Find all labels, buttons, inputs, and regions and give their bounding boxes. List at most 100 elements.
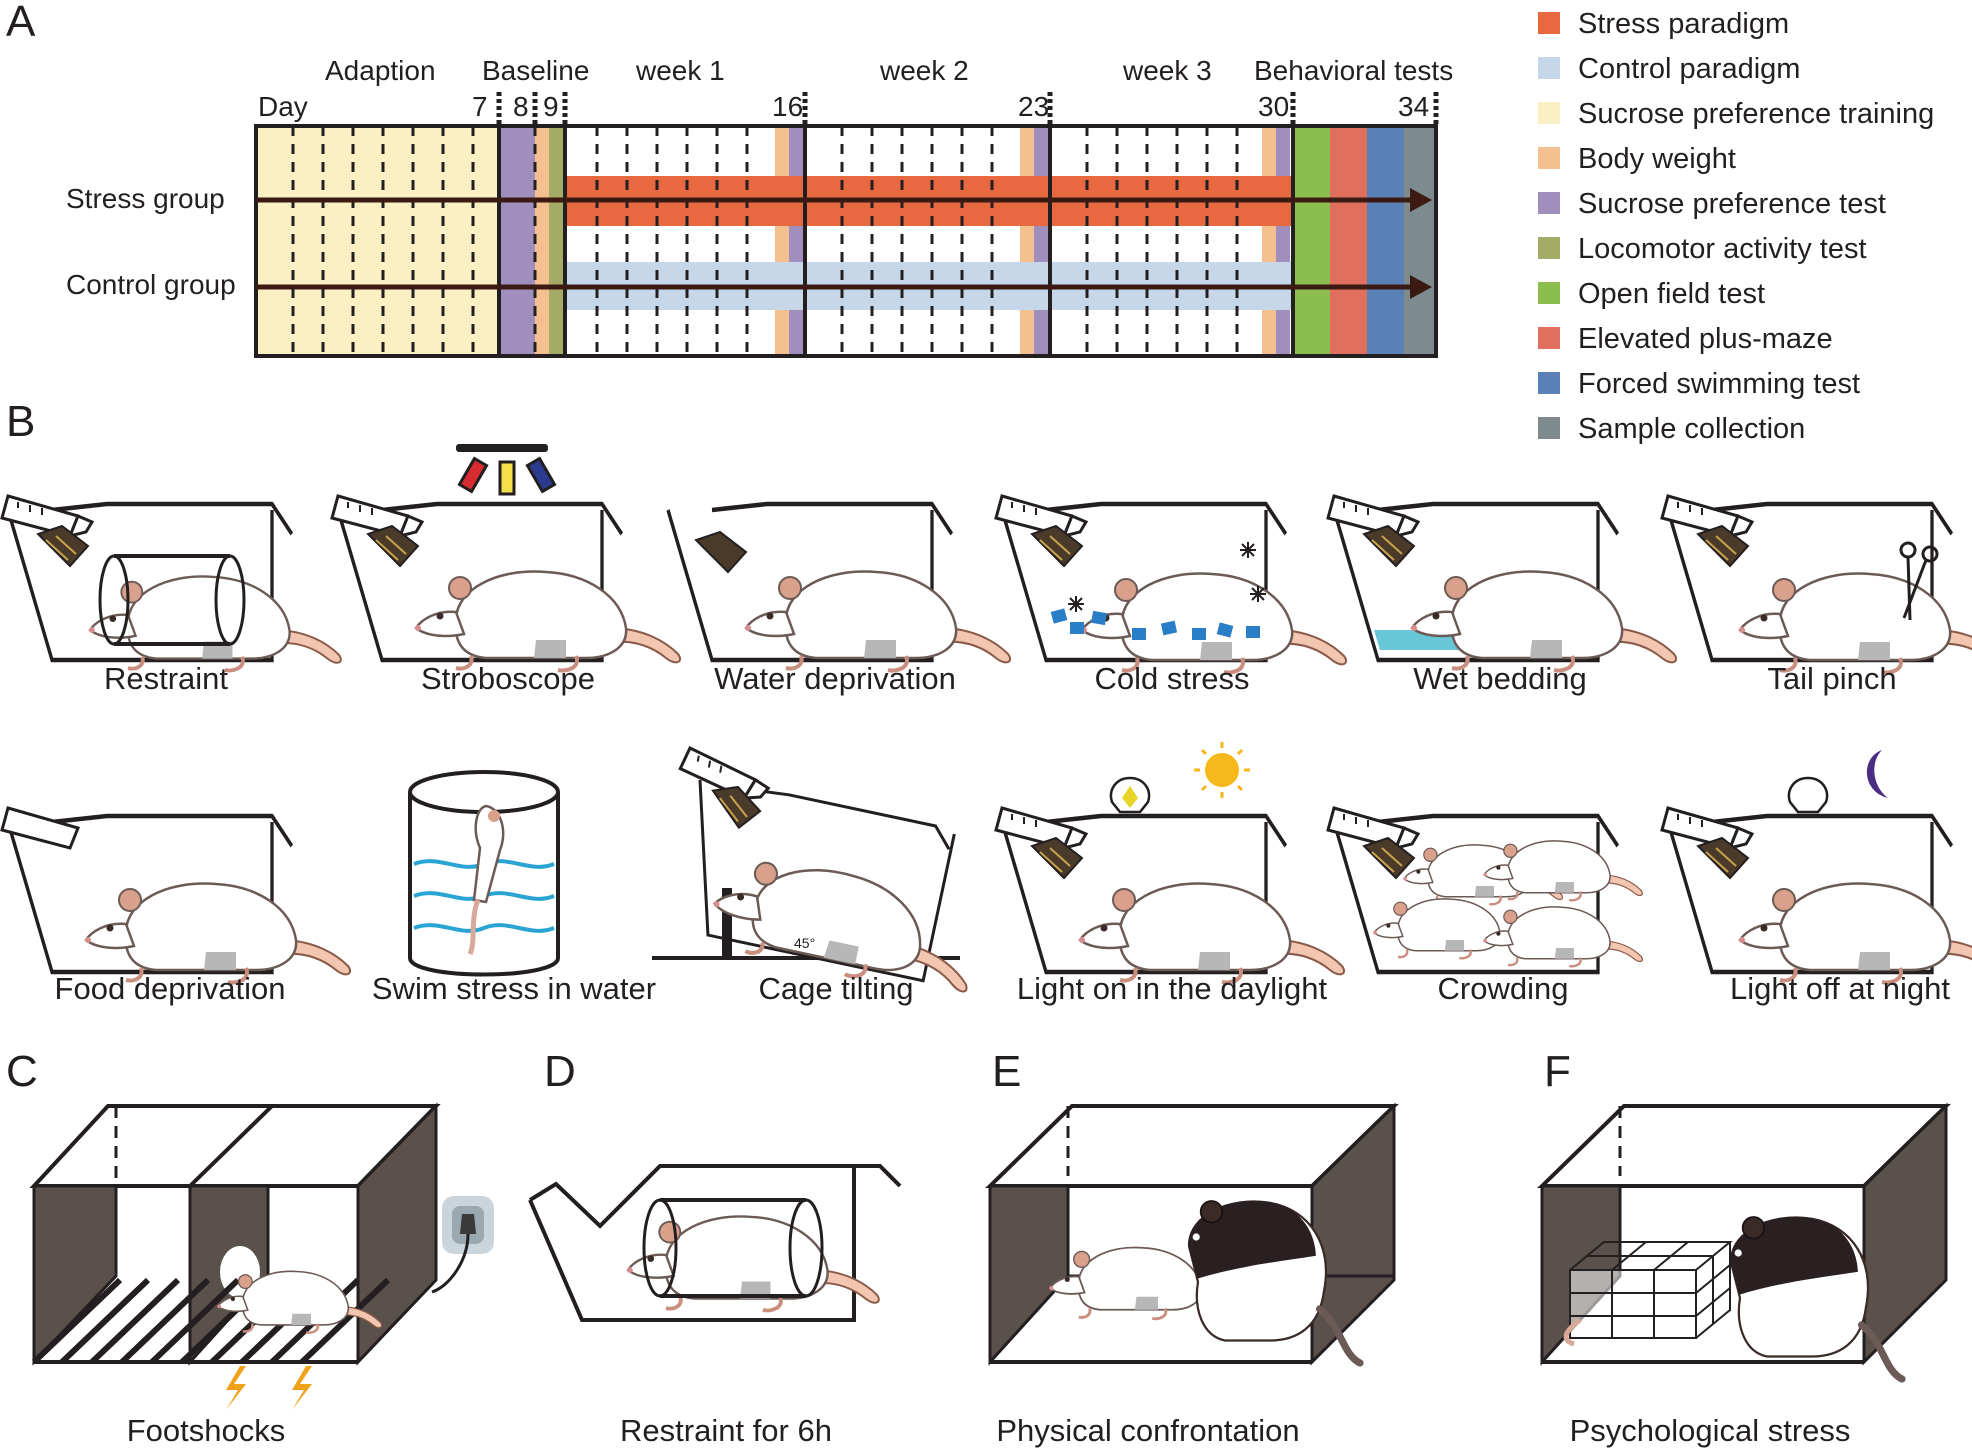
cage-icon: [698, 779, 987, 1003]
block-sucrose-test-w1: [789, 126, 803, 356]
light-bulb-icon: [1787, 776, 1829, 814]
rat-icon: [1482, 905, 1644, 968]
timeline-chart: [254, 92, 1439, 358]
legend: Stress paradigm Control paradigm Sucrose…: [1538, 8, 1934, 445]
caption-tail-pinch: Tail pinch: [1767, 661, 1896, 696]
caption-wet-bedding: Wet bedding: [1413, 661, 1587, 696]
day-gridlines: [291, 126, 1239, 356]
panel-label-a: A: [6, 0, 36, 46]
phase-label-week3: week 3: [1122, 55, 1212, 86]
stressor-light-daylight: [994, 806, 1347, 985]
phase-label-week1: week 1: [635, 55, 725, 86]
restraint-tube-icon: [98, 554, 246, 646]
ice-block-icon: [1050, 608, 1260, 640]
block-sucrose-training: [256, 126, 499, 356]
block-sucrose-test-w2: [1034, 126, 1048, 356]
legend-swatch-body-weight: [1538, 147, 1560, 169]
chamber-wall-left: [32, 1184, 118, 1366]
rat-icon: [1077, 881, 1347, 985]
day-mark-30: 30: [1258, 91, 1289, 122]
water-bottle-icon: [670, 745, 775, 834]
stressor-crowding: [1326, 806, 1644, 972]
block-elevated-plus-maze: [1330, 126, 1367, 356]
panel-a: A Adaption Baseline week 1 week 2 week 3…: [6, 0, 1453, 358]
legend-swatch-forced-swim: [1538, 372, 1560, 394]
stressor-tail-pinch: [1660, 494, 1972, 675]
day-mark-8: 8: [513, 91, 529, 122]
caption-stroboscope: Stroboscope: [421, 661, 595, 696]
confrontation-apparatus: [985, 1102, 1399, 1366]
day-ticks: [496, 92, 1439, 126]
day-mark-34: 34: [1398, 91, 1429, 122]
light-bulb-icon: [1109, 776, 1151, 814]
block-sucrose-test-w3: [1276, 126, 1290, 356]
power-plug-icon: [431, 1196, 494, 1294]
legend-label-forced-swim: Forced swimming test: [1578, 368, 1860, 400]
restraint-6h-apparatus: [528, 1164, 902, 1322]
legend-swatch-sample-collection: [1538, 417, 1560, 439]
legend-swatch-sucrose-training: [1538, 102, 1560, 124]
block-body-weight-w2: [1020, 126, 1034, 356]
footshock-apparatus: [29, 1102, 494, 1410]
stressor-stroboscope: [330, 494, 683, 673]
block-forced-swim: [1367, 126, 1404, 356]
chamber-wall-right: [1862, 1102, 1948, 1366]
block-sucrose-test-baseline: [499, 126, 535, 356]
day-mark-9: 9: [543, 91, 559, 122]
legend-label-sucrose-training: Sucrose preference training: [1578, 98, 1934, 130]
snowflake-icon: [1067, 595, 1085, 613]
chamber-wall-left: [988, 1184, 1070, 1366]
food-hopper-icon: [694, 530, 748, 574]
rat-icon: [1737, 881, 1972, 985]
legend-label-open-field: Open field test: [1578, 278, 1765, 310]
day-mark-23: 23: [1018, 91, 1049, 122]
cage-stand: [722, 888, 732, 958]
block-body-weight-w1: [775, 126, 789, 356]
rat-icon: [1409, 569, 1679, 673]
legend-label-sample-collection: Sample collection: [1578, 413, 1805, 445]
grid-cage-icon: [1569, 1241, 1733, 1339]
day-word: Day: [258, 91, 308, 122]
stressor-restraint: [0, 494, 343, 673]
legend-label-control-paradigm: Control paradigm: [1578, 53, 1800, 85]
snowflake-icon: [1239, 541, 1257, 559]
phase-label-baseline: Baseline: [482, 55, 589, 86]
caption-footshocks: Footshocks: [127, 1413, 286, 1448]
panel-label-d: D: [544, 1047, 576, 1096]
block-sample-collection: [1404, 126, 1436, 356]
rat-icon: [1079, 571, 1349, 675]
tilt-angle-label: 45°: [794, 935, 815, 951]
restraint-tube-icon: [642, 1198, 824, 1298]
caption-cage-tilting: Cage tilting: [758, 971, 913, 1006]
caption-cold-stress: Cold stress: [1094, 661, 1249, 696]
week-dividers: [497, 126, 1295, 356]
panel-label-e: E: [992, 1047, 1021, 1096]
block-body-weight-baseline: [535, 126, 549, 356]
psychological-stress-apparatus: [1537, 1102, 1951, 1379]
lightning-icon: [226, 1366, 246, 1410]
legend-swatch-open-field: [1538, 282, 1560, 304]
caption-restraint-6h: Restraint for 6h: [620, 1413, 832, 1448]
caption-food-deprivation: Food deprivation: [55, 971, 286, 1006]
phase-label-behavioral-tests: Behavioral tests: [1254, 55, 1453, 86]
group-label-control: Control group: [66, 269, 236, 300]
panel-label-b: B: [6, 397, 35, 446]
panel-label-c: C: [6, 1047, 38, 1096]
stressor-water-deprivation: [668, 504, 1013, 673]
water-bottle-icon: [0, 806, 81, 850]
legend-label-elevated-plus-maze: Elevated plus-maze: [1578, 323, 1833, 355]
caption-swim-stress: Swim stress in water: [372, 971, 656, 1006]
sun-icon: [1194, 742, 1250, 798]
legend-swatch-locomotor: [1538, 237, 1560, 259]
moon-icon: [1866, 750, 1888, 798]
stressor-wet-bedding: [1326, 494, 1679, 673]
day-mark-7: 7: [472, 91, 488, 122]
legend-label-body-weight: Body weight: [1578, 143, 1736, 175]
block-open-field: [1293, 126, 1330, 356]
phase-label-adaption: Adaption: [325, 55, 436, 86]
phase-labels: Adaption Baseline week 1 week 2 week 3 B…: [325, 55, 1453, 86]
caption-crowding: Crowding: [1438, 971, 1569, 1006]
legend-label-sucrose-test: Sucrose preference test: [1578, 188, 1886, 220]
stressor-food-deprivation: [0, 806, 353, 985]
